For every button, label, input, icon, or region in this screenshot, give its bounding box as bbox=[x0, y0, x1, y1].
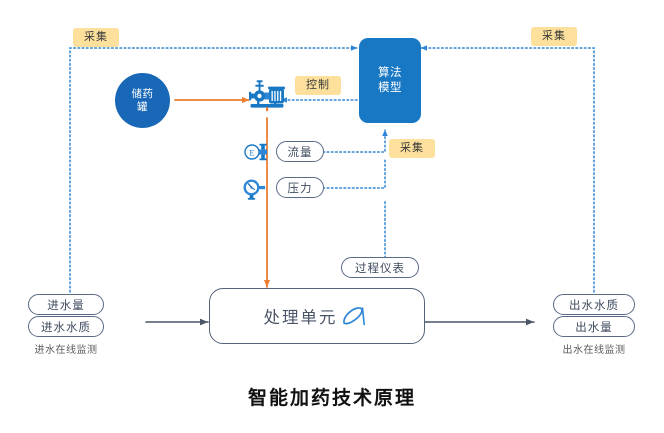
algorithm-model-label-line2: 模型 bbox=[378, 81, 402, 94]
outlet-item-1-label: 出水量 bbox=[575, 321, 613, 334]
outlet-caption: 出水在线监测 bbox=[553, 341, 635, 356]
inlet-caption: 进水在线监测 bbox=[28, 341, 104, 356]
pressure-meter-label: 压力 bbox=[287, 182, 313, 195]
inlet-item-1-label: 进水水质 bbox=[41, 321, 91, 334]
inlet-caption-label: 进水在线监测 bbox=[34, 344, 98, 356]
svg-text:E: E bbox=[249, 148, 254, 158]
diagram-title-label: 智能加药技术原理 bbox=[247, 388, 416, 409]
tag-collect-middle: 采集 bbox=[389, 139, 435, 158]
path-outlet-to-model bbox=[420, 45, 595, 293]
path-pressure-to-model bbox=[322, 159, 386, 189]
algorithm-model-label-line1: 算法 bbox=[378, 67, 402, 80]
inlet-item-1: 进水水质 bbox=[28, 316, 104, 337]
outlet-item-0-label: 出水水质 bbox=[569, 299, 619, 312]
tag-collect-right: 采集 bbox=[531, 27, 577, 46]
path-flow-to-model bbox=[322, 129, 388, 153]
storage-tank-label-line2: 罐 bbox=[137, 100, 148, 113]
flow-sensor-icon: E bbox=[243, 142, 277, 162]
chemical-dosing-paths bbox=[174, 96, 271, 288]
process-unit-node: 处理单元 bbox=[209, 288, 425, 344]
handwritten-check-mark-icon bbox=[339, 305, 371, 331]
dotted-collection-paths bbox=[69, 45, 595, 293]
diagram-title: 智能加药技术原理 bbox=[0, 383, 664, 410]
process-instrument-label: 过程仪表 bbox=[355, 262, 405, 275]
dosing-pump-icon bbox=[246, 78, 290, 120]
path-inlet-to-model bbox=[69, 45, 358, 293]
inlet-item-0-label: 进水量 bbox=[47, 299, 85, 312]
process-unit-label: 处理单元 bbox=[263, 309, 338, 327]
pressure-gauge-icon bbox=[241, 178, 271, 200]
tag-control: 控制 bbox=[295, 76, 341, 95]
pressure-meter-node: 压力 bbox=[276, 177, 324, 198]
tag-collect-middle-label: 采集 bbox=[400, 142, 424, 155]
outlet-item-1: 出水量 bbox=[553, 316, 635, 337]
tag-control-label: 控制 bbox=[306, 79, 330, 92]
outlet-item-0: 出水水质 bbox=[553, 294, 635, 315]
storage-tank-label-line1: 储药 bbox=[131, 87, 154, 100]
flow-meter-label: 流量 bbox=[287, 146, 313, 159]
outlet-caption-label: 出水在线监测 bbox=[562, 344, 626, 356]
flow-meter-node: 流量 bbox=[276, 141, 324, 162]
tag-collect-left: 采集 bbox=[73, 28, 119, 47]
process-instrument-node: 过程仪表 bbox=[341, 257, 419, 278]
tag-collect-left-label: 采集 bbox=[84, 31, 108, 44]
tag-collect-right-label: 采集 bbox=[542, 30, 566, 43]
algorithm-model-node: 算法 模型 bbox=[359, 38, 421, 123]
storage-tank-node: 储药 罐 bbox=[115, 73, 170, 128]
inlet-item-0: 进水量 bbox=[28, 294, 104, 315]
